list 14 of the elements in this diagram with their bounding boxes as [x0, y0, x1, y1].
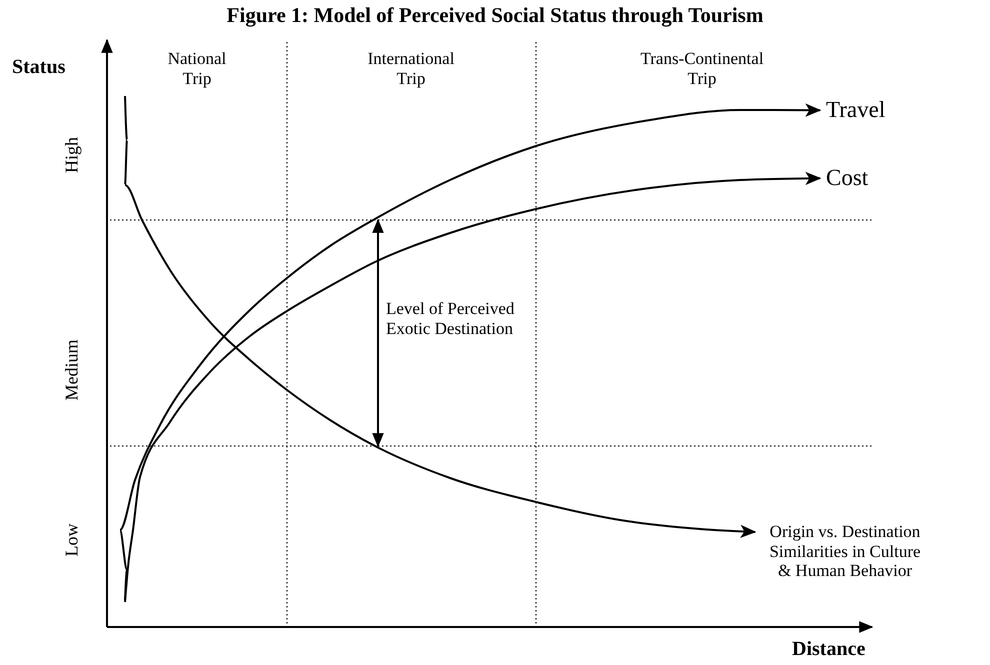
axis-title: Status [12, 56, 66, 79]
figure-title: Figure 1: Model of Perceived Social Status through Tourism [226, 3, 764, 28]
curve-arrow [124, 96, 756, 538]
region-label: National Trip [166, 49, 228, 88]
curve-label: Cost [826, 165, 896, 192]
axis-level-label: Medium [62, 340, 82, 400]
region-label: Trans-Continental Trip [639, 49, 765, 88]
axis-title: Distance [792, 638, 866, 661]
measure-label: Level of Perceived Exotic Destination [386, 299, 516, 338]
region-label: International Trip [366, 49, 456, 88]
axis-level-label: Low [62, 524, 82, 556]
curve-label: Travel [826, 97, 916, 124]
axis-level-label: High [62, 137, 82, 173]
curve-label: Origin vs. Destination Similarities in Culture & Human Behavior [761, 522, 929, 581]
